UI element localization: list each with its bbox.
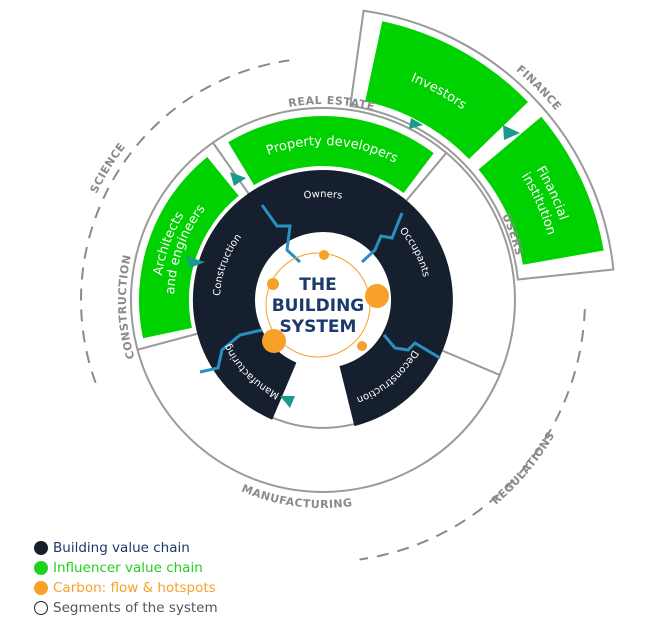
legend-item: Segments of the system [34,598,218,618]
carbon-hotspot-icon [319,250,329,260]
carbon-flow-divider [199,328,263,374]
carbon-hotspot-icon [365,284,389,308]
carbon-hotspot-icon [357,341,367,351]
legend-item: Influencer value chain [34,558,218,578]
legend-label: Influencer value chain [53,560,203,576]
building-value-chain-ring [192,169,453,427]
legend-outline-dot-icon [34,601,48,615]
regulations-dashed-arc [359,309,586,561]
legend-item: Building value chain [34,538,218,558]
legend-label: Carbon: flow & hotspots [53,580,216,596]
investors-block [365,21,528,160]
legend: Building value chain Influencer value ch… [34,538,218,618]
segment-label-regulations: REGULATIONS [489,429,557,507]
architects-block [138,157,239,339]
carbon-flow-divider [382,334,441,360]
flow-arrow-icon [503,125,520,140]
property-developers-block [228,116,434,193]
legend-label: Building value chain [53,540,190,556]
legend-dark-dot-icon [34,541,48,555]
flow-arrow-icon [186,256,205,268]
center-title-line1: THE [299,275,336,295]
center-title-line2: BUILDING [272,296,365,316]
flow-arrow-icon [230,172,246,186]
flow-arrow-icon [280,396,295,408]
carbon-flow-divider [260,204,302,264]
financial-institution-block [478,116,604,265]
carbon-flow-divider [360,212,404,264]
carbon-hotspot-icon [262,329,286,353]
flow-arrow-icon [409,118,423,129]
legend-label: Segments of the system [53,600,218,616]
legend-green-dot-icon [34,561,48,575]
carbon-hotspot-icon [267,278,279,290]
center-title-line3: SYSTEM [280,317,357,337]
segment-label-science: SCIENCE [88,140,129,195]
legend-item: Carbon: flow & hotspots [34,578,218,598]
science-dashed-arc [80,59,290,384]
legend-orange-dot-icon [34,581,48,595]
